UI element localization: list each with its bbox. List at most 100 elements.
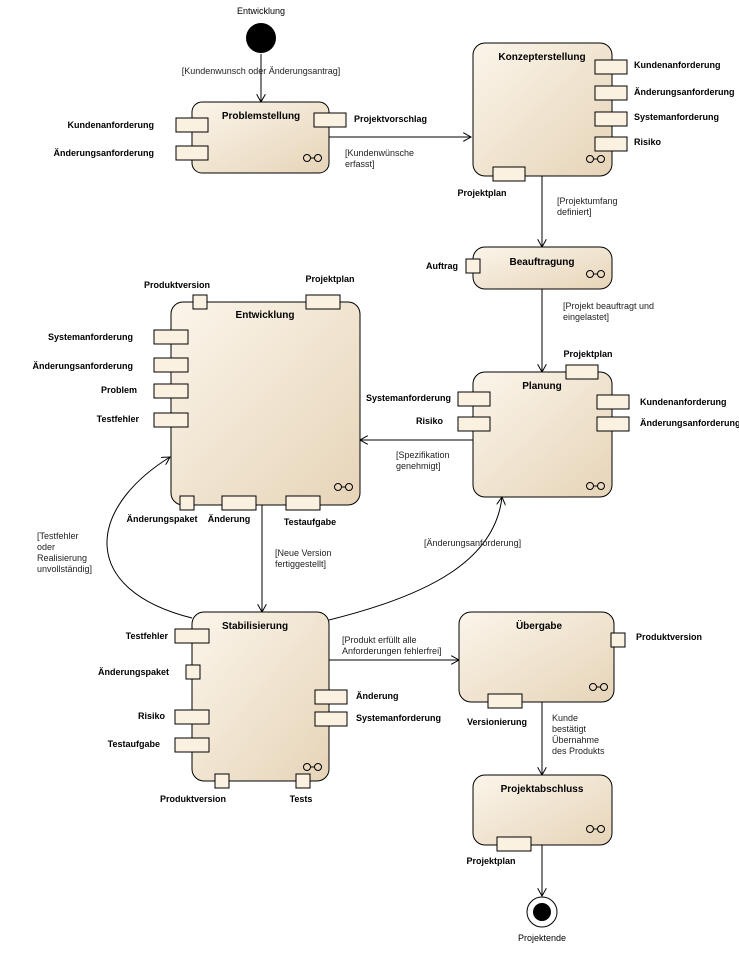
control-flows: [106, 54, 542, 896]
flow-stabilisierung-to-planung: [328, 497, 502, 621]
pin-label: Änderungspaket: [126, 514, 197, 524]
pin-aenderungsanforderung[interactable]: [153, 357, 189, 373]
pin-label: Tests: [290, 794, 313, 804]
pin-label: Änderungspaket: [98, 667, 169, 677]
pin-kundenanforderung[interactable]: [175, 117, 209, 133]
rake-icon: [586, 482, 605, 490]
guard-line: bestätigt: [552, 724, 587, 734]
guard-line: eingelastet]: [563, 312, 609, 322]
pin-produktversion[interactable]: [214, 773, 230, 789]
activity-konzepterstellung[interactable]: Konzepterstellung Kundenanforderung Ände…: [457, 42, 735, 198]
pin-label: Testaufgabe: [108, 739, 160, 749]
pin-aenderung[interactable]: [221, 495, 257, 511]
pin-produktversion[interactable]: [610, 632, 626, 648]
pin-auftrag[interactable]: [465, 258, 481, 274]
pin-label: Systemanforderung: [634, 112, 719, 122]
pin-aenderungspaket[interactable]: [179, 495, 195, 511]
pin-label: Projektplan: [563, 349, 612, 359]
pin-label: Testaufgabe: [284, 517, 336, 527]
guard-line: Kunde: [552, 713, 578, 723]
pin-label: Änderung: [208, 514, 251, 524]
pin-label: Produktversion: [144, 280, 210, 290]
pin-tests[interactable]: [295, 773, 311, 789]
pin-risiko[interactable]: [457, 416, 491, 432]
activity-uebergabe[interactable]: Übergabe Produktversion Versionierung: [458, 611, 702, 727]
activity-title: Projektabschluss: [501, 784, 584, 795]
pin-risiko[interactable]: [594, 136, 628, 152]
pin-projektplan[interactable]: [305, 294, 341, 310]
guard-line: [Kundenwünsche: [345, 148, 414, 158]
pin-label: Produktversion: [636, 632, 702, 642]
rake-icon: [303, 154, 322, 162]
pin-aenderungsanforderung[interactable]: [594, 85, 628, 101]
rake-icon: [586, 155, 605, 163]
pin-testaufgabe[interactable]: [174, 737, 210, 753]
guard-line: unvollständig]: [37, 564, 92, 574]
pin-label: Risiko: [416, 416, 444, 426]
pin-problem[interactable]: [153, 383, 189, 399]
pin-kundenanforderung[interactable]: [596, 394, 630, 410]
pin-projektplan[interactable]: [496, 836, 532, 852]
guard-line: Übernahme: [552, 735, 599, 745]
pin-aenderungsanforderung[interactable]: [596, 416, 630, 432]
pin-aenderungspaket[interactable]: [185, 664, 201, 680]
pin-label: Projektplan: [466, 856, 515, 866]
pin-testfehler[interactable]: [153, 412, 189, 428]
pin-systemanforderung[interactable]: [594, 111, 628, 127]
rake-icon: [586, 825, 605, 833]
pin-label: Änderungsanforderung: [634, 87, 735, 97]
pin-projektplan[interactable]: [565, 364, 599, 380]
guard-line: [Neue Version: [275, 548, 332, 558]
pin-label: Kundenanforderung: [634, 60, 721, 70]
activity-planung[interactable]: Planung Projektplan Systemanforderung Ri…: [366, 349, 739, 498]
pin-label: Kundenanforderung: [68, 120, 155, 130]
activity-entwicklung[interactable]: Entwicklung Produktversion Projektplan S…: [33, 274, 361, 527]
rake-icon: [303, 763, 322, 771]
pin-label: Auftrag: [426, 261, 458, 271]
pin-label: Risiko: [634, 137, 662, 147]
guard-line: Anforderungen fehlerfrei]: [342, 646, 442, 656]
final-node[interactable]: Projektende: [518, 896, 566, 943]
pin-aenderungsanforderung[interactable]: [175, 145, 209, 161]
pin-aenderung[interactable]: [314, 689, 348, 705]
pin-projektplan[interactable]: [492, 166, 526, 182]
pin-testfehler[interactable]: [174, 628, 210, 644]
pin-label: Produktversion: [160, 794, 226, 804]
activity-stabilisierung[interactable]: Stabilisierung Testfehler Änderungspaket…: [98, 611, 441, 804]
pin-label: Projektplan: [305, 274, 354, 284]
pin-label: Projektplan: [457, 188, 506, 198]
flow-stabilisierung-to-entwicklung: [106, 457, 193, 619]
pin-label: Systemanforderung: [48, 332, 133, 342]
activity-title: Entwicklung: [236, 310, 295, 321]
activity-title: Konzepterstellung: [498, 52, 585, 63]
guard-line: [Projektumfang: [557, 196, 618, 206]
pin-systemanforderung[interactable]: [457, 391, 491, 407]
pin-produktversion[interactable]: [192, 294, 208, 310]
guard-line: fertiggestellt]: [275, 559, 326, 569]
pin-risiko[interactable]: [174, 709, 210, 725]
activity-beauftragung[interactable]: Beauftragung Auftrag: [426, 246, 613, 290]
pin-versionierung[interactable]: [487, 693, 523, 709]
pin-testaufgabe[interactable]: [285, 495, 321, 511]
pin-kundenanforderung[interactable]: [594, 59, 628, 75]
pin-projektvorschlag[interactable]: [313, 112, 347, 128]
guard-line: genehmigt]: [396, 461, 441, 471]
pin-label: Änderungsanforderung: [54, 148, 155, 158]
pin-systemanforderung[interactable]: [153, 329, 189, 345]
guard-line: [Projekt beauftragt und: [563, 301, 654, 311]
initial-node[interactable]: Entwicklung: [237, 6, 285, 53]
activity-projektabschluss[interactable]: Projektabschluss Projektplan: [466, 774, 613, 866]
guard-line: definiert]: [557, 207, 592, 217]
guard-line: [Produkt erfüllt alle: [342, 635, 417, 645]
activity-problemstellung[interactable]: Problemstellung Kundenanforderung Änderu…: [54, 101, 428, 174]
activity-title: Stabilisierung: [222, 621, 288, 632]
guard-line: oder: [37, 542, 55, 552]
pin-label: Projektvorschlag: [354, 114, 427, 124]
pin-systemanforderung[interactable]: [314, 711, 348, 727]
